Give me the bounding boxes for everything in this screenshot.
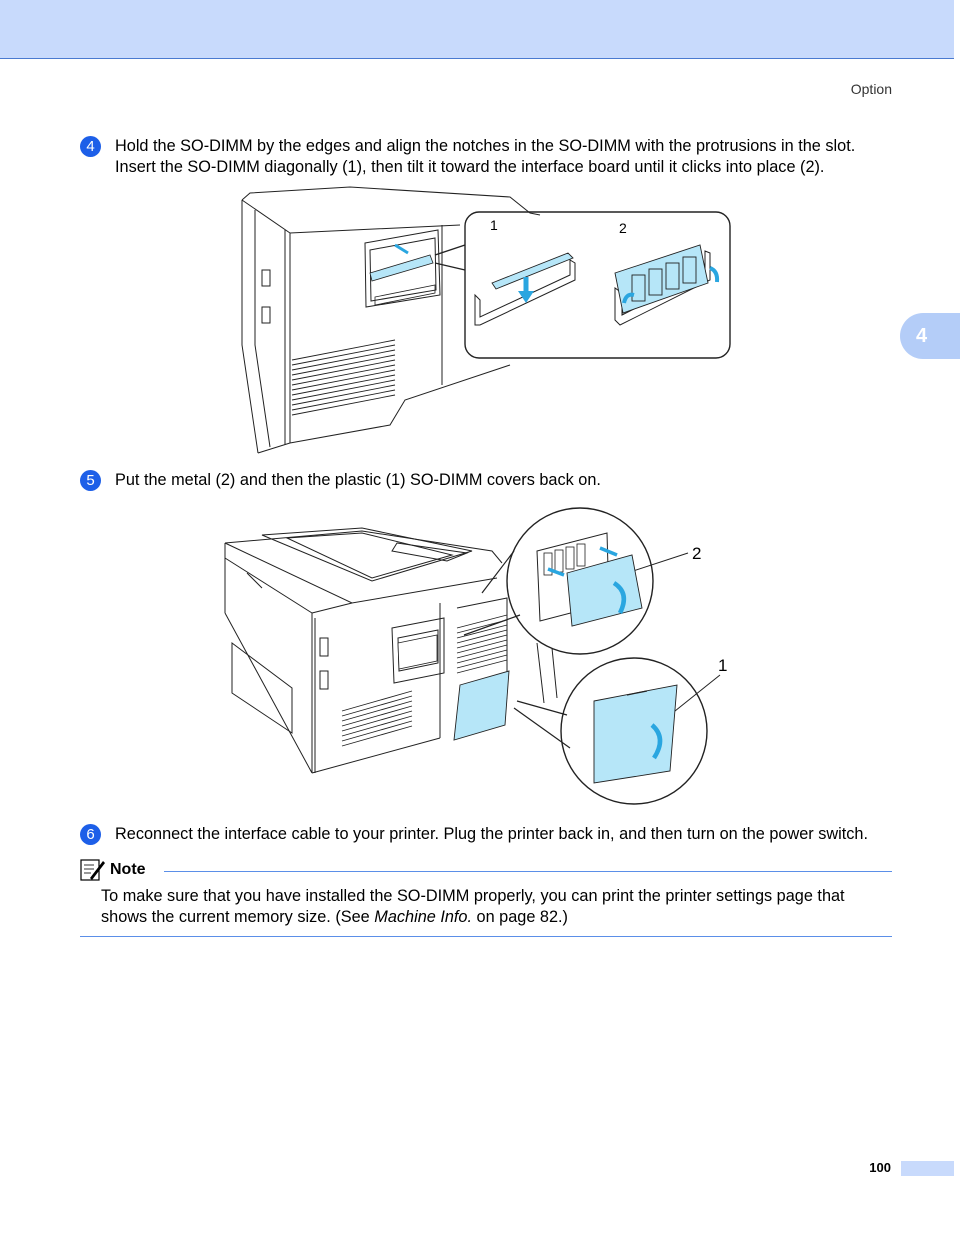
so-dimm-insert-illustration: 1 2: [241, 186, 731, 454]
callout-1: 1: [718, 656, 727, 675]
step-line: Insert the SO-DIMM diagonally (1), then …: [115, 158, 825, 176]
step-6: 6 Reconnect the interface cable to your …: [80, 824, 868, 845]
callout-2: 2: [692, 544, 701, 563]
note-rule: [163, 870, 892, 872]
step-4: 4 Hold the SO-DIMM by the edges and alig…: [80, 136, 855, 178]
note-bottom-rule: [80, 936, 892, 937]
step-line: Put the metal (2) and then the plastic (…: [115, 471, 601, 489]
note-body: To make sure that you have installed the…: [101, 886, 892, 928]
step-text: Put the metal (2) and then the plastic (…: [115, 470, 601, 491]
note-pencil-icon: [80, 859, 105, 881]
running-head: Option: [850, 81, 892, 97]
cover-replace-illustration: 2 1: [224, 507, 727, 805]
callout-1: 1: [490, 217, 498, 233]
note-text: To make sure that you have installed the…: [101, 887, 845, 926]
step-number: 6: [80, 824, 101, 845]
step-text: Hold the SO-DIMM by the edges and align …: [115, 136, 855, 178]
header-band: [0, 0, 954, 59]
note-box: Note To make sure that you have installe…: [80, 858, 892, 928]
step-number: 5: [80, 470, 101, 491]
chapter-tab: 4: [900, 313, 960, 359]
callout-2: 2: [619, 220, 627, 236]
step-5: 5 Put the metal (2) and then the plastic…: [80, 470, 601, 491]
note-label: Note: [110, 861, 146, 878]
footer-tab: [901, 1161, 954, 1176]
step-text: Reconnect the interface cable to your pr…: [115, 824, 868, 845]
step-line: Hold the SO-DIMM by the edges and align …: [115, 137, 856, 155]
step-number: 4: [80, 136, 101, 157]
note-text-end: on page 82.): [472, 908, 568, 926]
page-number: 100: [869, 1160, 891, 1175]
note-header: Note: [80, 858, 892, 882]
note-reference: Machine Info.: [374, 908, 473, 926]
step-line: Reconnect the interface cable to your pr…: [115, 825, 868, 843]
